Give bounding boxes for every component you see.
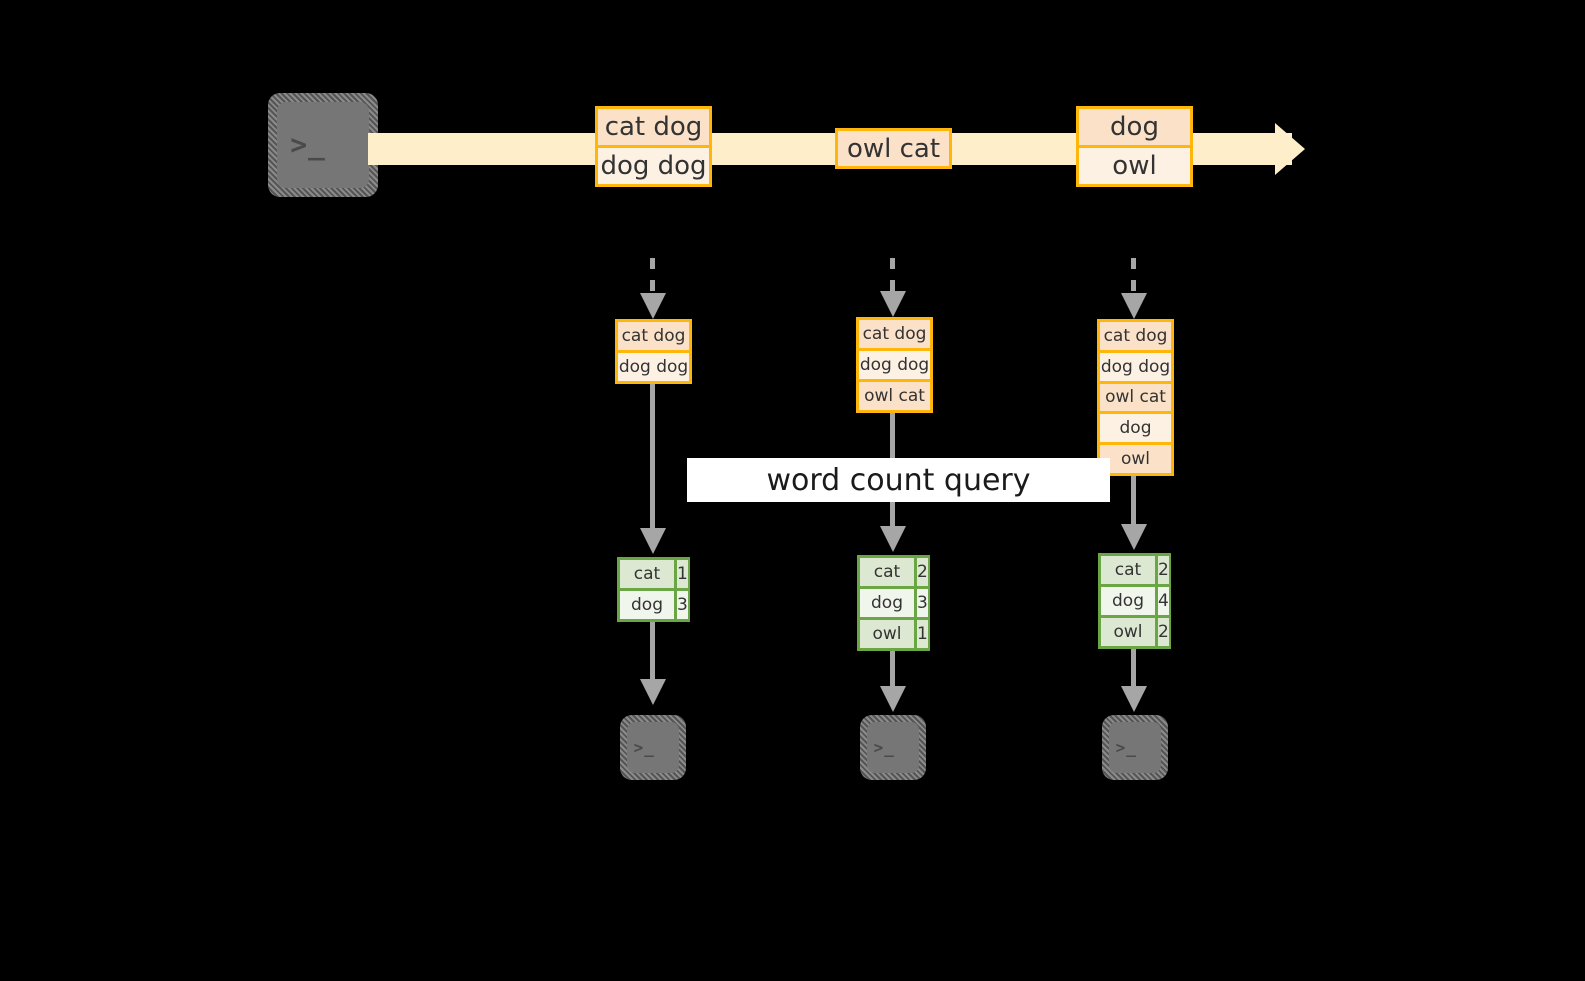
trigger-1-result-table: cat 1 dog 3 xyxy=(617,557,690,622)
trigger-3-sink-arrowhead xyxy=(1121,686,1147,712)
trigger-2-query-arrowhead xyxy=(880,526,906,552)
trigger-3-dashed-arrowhead xyxy=(1121,293,1147,319)
trigger-2-result-row-3: owl 1 xyxy=(860,617,928,648)
trigger-1-acc-row-2: dog dog xyxy=(618,350,689,381)
trigger-3-query-arrowhead xyxy=(1121,524,1147,550)
trigger-2-result-key-2: dog xyxy=(860,589,914,617)
trigger-3-acc-row-1: cat dog xyxy=(1100,322,1171,350)
query-label-band: word count query xyxy=(687,458,1110,502)
trigger-2-result-value-3: 1 xyxy=(914,620,928,648)
trigger-1-result-key-2: dog xyxy=(620,591,674,619)
stream-batch-1-row-2: dog dog xyxy=(598,145,709,184)
stream-batch-2-row-1: owl cat xyxy=(838,131,949,166)
trigger-2-dashed-connector xyxy=(890,258,895,298)
trigger-1-dashed-connector xyxy=(650,258,655,298)
trigger-3-sink-terminal-screen: >_ xyxy=(1109,722,1161,773)
stream-batch-1-row-1: cat dog xyxy=(598,109,709,145)
trigger-1-result-row-2: dog 3 xyxy=(620,588,688,619)
trigger-3-sink-terminal-icon: >_ xyxy=(1102,715,1168,780)
trigger-3-result-row-3: owl 2 xyxy=(1101,615,1169,646)
stream-batch-3-row-1: dog xyxy=(1079,109,1190,145)
trigger-1-sink-terminal-icon: >_ xyxy=(620,715,686,780)
terminal-prompt-glyph: >_ xyxy=(633,737,655,757)
trigger-3-result-key-1: cat xyxy=(1101,556,1155,584)
trigger-1-result-value-2: 3 xyxy=(674,591,688,619)
trigger-1-query-arrowhead xyxy=(640,528,666,554)
trigger-3-result-value-2: 4 xyxy=(1155,587,1169,615)
trigger-1-sink-connector xyxy=(650,622,655,682)
trigger-3-result-key-2: dog xyxy=(1101,587,1155,615)
trigger-2-sink-connector xyxy=(890,651,895,689)
trigger-2-acc-row-1: cat dog xyxy=(859,320,930,348)
stream-batch-1: cat dog dog dog xyxy=(595,106,712,187)
terminal-prompt-glyph: >_ xyxy=(873,737,895,757)
trigger-2-result-value-1: 2 xyxy=(914,558,928,586)
trigger-2-result-value-2: 3 xyxy=(914,589,928,617)
stream-batch-3-row-2: owl xyxy=(1079,145,1190,184)
trigger-3-acc-row-4: dog xyxy=(1100,411,1171,443)
trigger-1-acc-row-1: cat dog xyxy=(618,322,689,350)
trigger-3-accumulated-table: cat dog dog dog owl cat dog owl xyxy=(1097,319,1174,476)
terminal-prompt-glyph: >_ xyxy=(290,128,326,161)
trigger-3-acc-row-3: owl cat xyxy=(1100,380,1171,412)
trigger-3-acc-row-2: dog dog xyxy=(1100,349,1171,381)
trigger-1-accumulated-table: cat dog dog dog xyxy=(615,319,692,384)
trigger-2-result-row-1: cat 2 xyxy=(860,558,928,586)
trigger-2-acc-row-3: owl cat xyxy=(859,379,930,410)
trigger-3-acc-row-5: owl xyxy=(1100,442,1171,473)
trigger-2-result-row-2: dog 3 xyxy=(860,586,928,617)
trigger-3-result-key-3: owl xyxy=(1101,618,1155,646)
trigger-3-query-connector xyxy=(1131,476,1136,529)
trigger-2-accumulated-table: cat dog dog dog owl cat xyxy=(856,317,933,413)
trigger-1-result-row-1: cat 1 xyxy=(620,560,688,588)
trigger-1-sink-terminal-screen: >_ xyxy=(627,722,679,773)
trigger-1-dashed-arrowhead xyxy=(640,293,666,319)
trigger-2-sink-arrowhead xyxy=(880,686,906,712)
trigger-1-result-key-1: cat xyxy=(620,560,674,588)
stream-batch-3: dog owl xyxy=(1076,106,1193,187)
trigger-2-result-key-3: owl xyxy=(860,620,914,648)
trigger-3-result-value-1: 2 xyxy=(1155,556,1169,584)
source-terminal-screen: >_ xyxy=(277,102,369,188)
trigger-3-dashed-connector xyxy=(1131,258,1136,298)
source-terminal-icon: >_ xyxy=(268,93,378,197)
trigger-2-sink-terminal-icon: >_ xyxy=(860,715,926,780)
stream-arrow-head xyxy=(1275,123,1305,175)
trigger-1-sink-arrowhead xyxy=(640,679,666,705)
trigger-3-sink-connector xyxy=(1131,649,1136,689)
trigger-3-result-value-3: 2 xyxy=(1155,618,1169,646)
trigger-3-result-row-1: cat 2 xyxy=(1101,556,1169,584)
trigger-2-dashed-arrowhead xyxy=(880,291,906,317)
trigger-1-result-value-1: 1 xyxy=(674,560,688,588)
terminal-prompt-glyph: >_ xyxy=(1115,737,1137,757)
stream-batch-2: owl cat xyxy=(835,128,952,169)
trigger-3-result-row-2: dog 4 xyxy=(1101,584,1169,615)
trigger-3-result-table: cat 2 dog 4 owl 2 xyxy=(1098,553,1171,649)
trigger-1-query-connector xyxy=(650,384,655,531)
query-label-text: word count query xyxy=(766,462,1031,498)
trigger-2-result-key-1: cat xyxy=(860,558,914,586)
trigger-2-sink-terminal-screen: >_ xyxy=(867,722,919,773)
trigger-2-acc-row-2: dog dog xyxy=(859,348,930,379)
trigger-2-result-table: cat 2 dog 3 owl 1 xyxy=(857,555,930,651)
